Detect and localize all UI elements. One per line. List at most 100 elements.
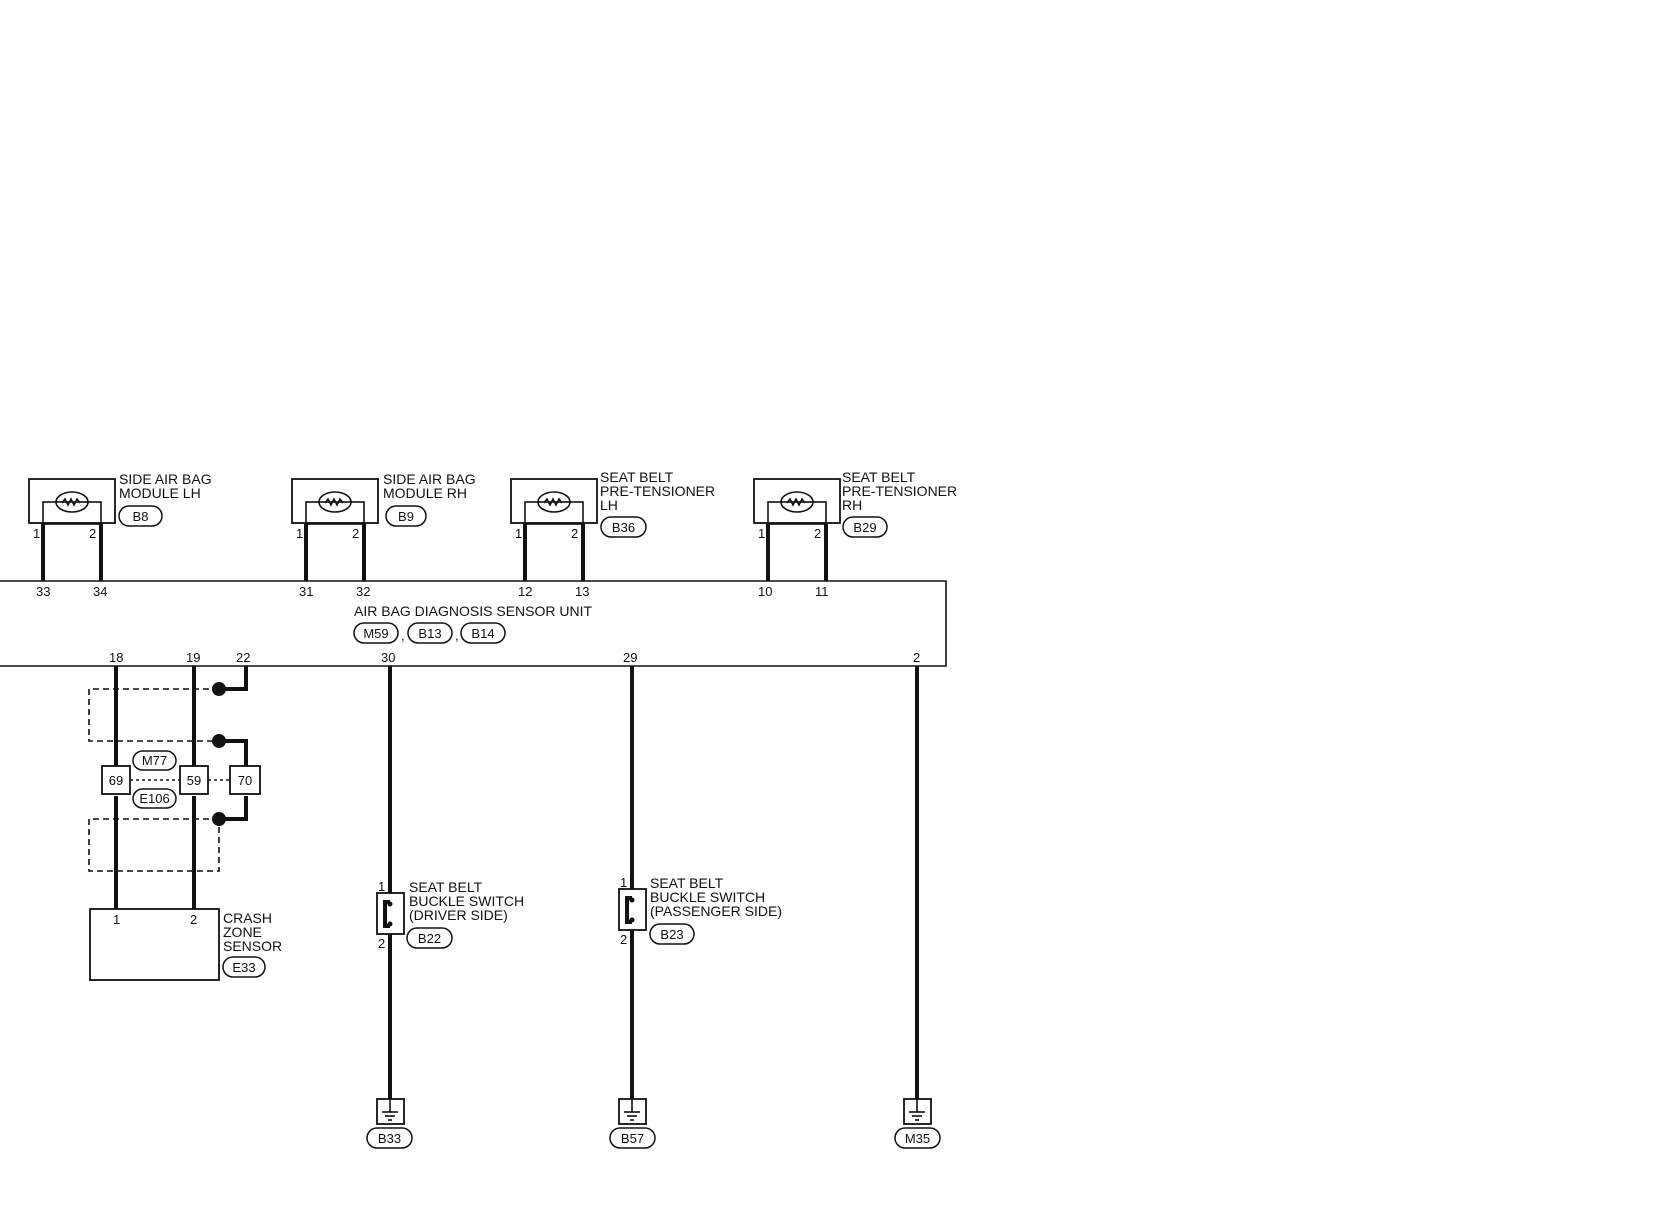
module-rh-label-1: SIDE AIR BAG <box>383 471 476 487</box>
connector-badge-m35 <box>894 1127 941 1149</box>
unit-pin-12: 12 <box>518 584 532 599</box>
shield-lower <box>88 818 220 872</box>
buckle-switch-passenger-body <box>618 888 647 931</box>
pretensioner-rh-pin-2: 2 <box>814 526 821 541</box>
connector-badge-b33 <box>366 1127 413 1149</box>
unit-pin-11: 11 <box>815 584 829 599</box>
side-air-bag-module-lh: SIDE AIR BAG MODULE LH B8 1 2 33 34 <box>28 471 212 599</box>
module-rh-label-2: MODULE RH <box>383 485 467 501</box>
pretensioner-lh-label-3: LH <box>600 497 618 513</box>
crash-sensor-label-2: ZONE <box>223 924 262 940</box>
connector-e33: E33 <box>232 960 255 975</box>
connector-badge-m77 <box>132 750 177 771</box>
ground-m35: M35 <box>894 1098 941 1149</box>
squib-icon <box>55 491 89 513</box>
switch-contact-icon <box>383 900 390 928</box>
connector-b23: B23 <box>660 927 683 942</box>
svg-text:70: 70 <box>238 773 252 788</box>
connector-b36: B36 <box>612 520 635 535</box>
unit-pin-30: 30 <box>381 650 395 665</box>
ground-label-b57: B57 <box>621 1131 644 1146</box>
connector-b29: B29 <box>853 520 876 535</box>
squib-resistor-icon <box>543 497 563 507</box>
seat-belt-pre-tensioner-lh: SEAT BELT PRE-TENSIONER LH B36 1 2 12 13 <box>510 469 715 599</box>
connector-badge-b22 <box>406 927 453 949</box>
unit-pin-34: 34 <box>93 584 107 599</box>
pretensioner-lh-pin-1: 1 <box>515 526 522 541</box>
connector-separator: , <box>401 628 405 643</box>
connector-badge-m59 <box>353 622 399 644</box>
unit-pin-2: 2 <box>913 650 920 665</box>
buckle-passenger-label-1: SEAT BELT <box>650 875 724 891</box>
buckle-switch-driver-circuit: 1 2 SEAT BELT BUCKLE SWITCH (DRIVER SIDE… <box>376 666 524 1099</box>
connector-separator: , <box>455 628 459 643</box>
connector-b13: B13 <box>418 626 441 641</box>
connector-badge-b36 <box>600 516 647 538</box>
crash-sensor-pin-2: 2 <box>190 912 197 927</box>
switch-contact-icon <box>625 896 632 924</box>
unit-pin-22: 22 <box>236 650 250 665</box>
connector-m59: M59 <box>363 626 388 641</box>
buckle-driver-label-3: (DRIVER SIDE) <box>409 907 508 923</box>
connector-badge-b29 <box>842 516 888 538</box>
squib-resistor-icon <box>324 497 344 507</box>
connector-badge-b23 <box>649 923 695 945</box>
connector-badge-b9 <box>385 505 427 527</box>
module-lh-pin-2: 2 <box>89 526 96 541</box>
module-lh-label-1: SIDE AIR BAG <box>119 471 212 487</box>
connector-badge-b14 <box>460 622 506 644</box>
unit-pin-32: 32 <box>356 584 370 599</box>
ground-label-m35: M35 <box>905 1131 930 1146</box>
side-air-bag-module-rh: SIDE AIR BAG MODULE RH B9 1 2 31 32 <box>291 471 476 599</box>
pretensioner-lh-label-1: SEAT BELT <box>600 469 674 485</box>
crash-sensor-pin-1: 1 <box>113 912 120 927</box>
unit-pin-13: 13 <box>575 584 589 599</box>
connector-b22: B22 <box>418 931 441 946</box>
module-lh-pin-1: 1 <box>33 526 40 541</box>
crash-zone-sensor-circuit: 69 59 70 M77 E106 1 2 CRASH ZONE SENSOR … <box>88 666 282 981</box>
unit-pin-33: 33 <box>36 584 50 599</box>
connector-badge-b8 <box>118 505 163 527</box>
module-lh-label-2: MODULE LH <box>119 485 201 501</box>
connector-b14: B14 <box>471 626 494 641</box>
squib-icon <box>780 491 814 513</box>
ground-b33: B33 <box>366 1098 413 1149</box>
unit-pin-10: 10 <box>758 584 772 599</box>
unit-pin-31: 31 <box>299 584 313 599</box>
buckle-driver-pin-1: 1 <box>378 879 385 894</box>
sensor-unit-outline <box>0 580 947 667</box>
seat-belt-pre-tensioner-rh: SEAT BELT PRE-TENSIONER RH B29 1 2 10 11 <box>753 469 957 599</box>
pretensioner-lh-pin-2: 2 <box>571 526 578 541</box>
buckle-driver-label-1: SEAT BELT <box>409 879 483 895</box>
pretensioner-rh-pin-1: 1 <box>758 526 765 541</box>
connector-e106: E106 <box>139 791 169 806</box>
crash-sensor-label-3: SENSOR <box>223 938 282 954</box>
pretensioner-rh-label-3: RH <box>842 497 862 513</box>
buckle-passenger-label-2: BUCKLE SWITCH <box>650 889 765 905</box>
squib-resistor-icon <box>61 497 81 507</box>
buckle-passenger-pin-1: 1 <box>620 875 627 890</box>
crash-sensor-label-1: CRASH <box>223 910 272 926</box>
unit-pin-29: 29 <box>623 650 637 665</box>
junction-terminal-69 <box>101 765 131 795</box>
pretensioner-rh-label-1: SEAT BELT <box>842 469 916 485</box>
connector-b8: B8 <box>133 509 149 524</box>
connector-badge-b57 <box>609 1127 656 1149</box>
buckle-passenger-label-3: (PASSENGER SIDE) <box>650 903 782 919</box>
connector-badge-e106 <box>132 788 177 809</box>
shield-upper <box>88 688 219 742</box>
pretensioner-lh-label-2: PRE-TENSIONER <box>600 483 715 499</box>
ground-label-b33: B33 <box>378 1131 401 1146</box>
ground-b57: B57 <box>609 1098 656 1149</box>
squib-icon <box>318 491 352 513</box>
module-rh-pin-2: 2 <box>352 526 359 541</box>
junction-terminal-70 <box>229 765 261 795</box>
squib-resistor-icon <box>786 497 806 507</box>
connector-badge-b13 <box>407 622 453 644</box>
air-bag-diagnosis-sensor-unit: AIR BAG DIAGNOSIS SENSOR UNIT M59 , B13 … <box>0 580 947 667</box>
svg-text:69: 69 <box>109 773 123 788</box>
connector-badge-e33 <box>222 956 266 978</box>
buckle-driver-pin-2: 2 <box>378 936 385 951</box>
buckle-passenger-pin-2: 2 <box>620 932 627 947</box>
